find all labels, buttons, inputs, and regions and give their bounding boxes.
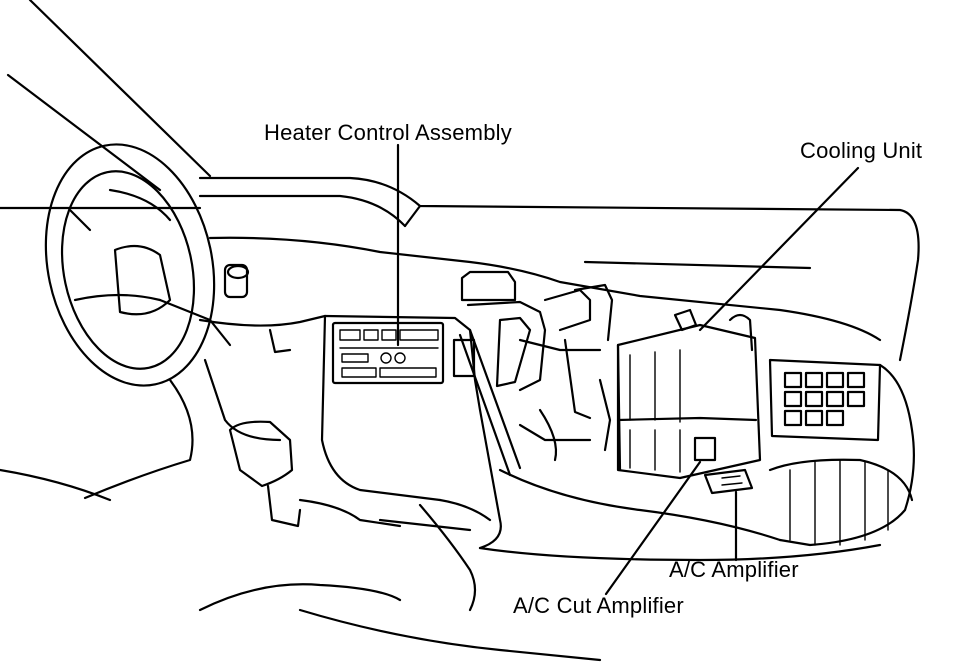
steering-column: [83, 263, 327, 500]
ac-cut-amplifier-label: A/C Cut Amplifier: [513, 593, 684, 618]
heater-control-panel: [331, 143, 476, 385]
windshield-pillar: [0, 0, 212, 210]
steering-wheel: [44, 143, 232, 387]
seat-outline: [0, 468, 602, 662]
cooling-unit: [616, 166, 860, 480]
dashboard-top: [198, 176, 920, 362]
amplifiers: [604, 436, 754, 596]
hvac-ducting: [458, 270, 614, 477]
center-console: [228, 314, 502, 612]
right-vent: [478, 358, 915, 562]
heater-control-assembly-label: Heater Control Assembly: [264, 120, 512, 145]
cooling-unit-label: Cooling Unit: [800, 138, 923, 163]
ac-amplifier-label: A/C Amplifier: [669, 557, 799, 582]
